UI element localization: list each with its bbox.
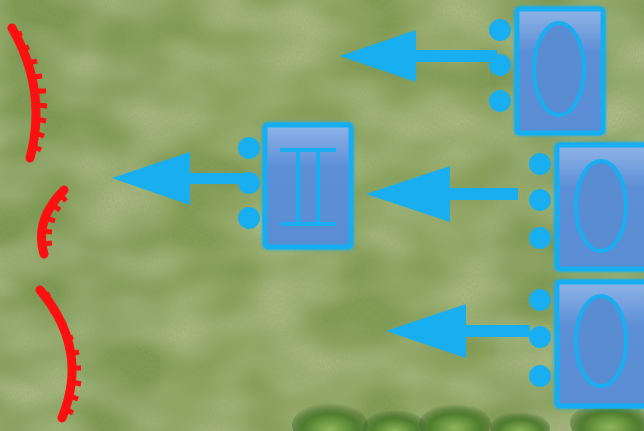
unit-size-dots (529, 153, 551, 249)
movement-arrow-icon (386, 304, 530, 358)
movement-arrow-icon (366, 166, 518, 222)
infantry-unit[interactable] (238, 125, 351, 247)
cavalry-unit[interactable] (529, 282, 644, 406)
cavalry-oval-icon (576, 296, 626, 386)
unit-size-dots (489, 19, 511, 112)
cavalry-oval-icon (534, 23, 584, 115)
movement-arrow-icon (112, 152, 244, 205)
cavalry-unit[interactable] (529, 145, 644, 269)
enemy-front-line-icon[interactable] (12, 28, 47, 158)
movement-arrow-icon (340, 30, 497, 82)
unit-frame[interactable] (265, 125, 351, 247)
enemy-front-line-icon[interactable] (42, 190, 67, 254)
cavalry-unit[interactable] (489, 9, 603, 133)
cavalry-oval-icon (576, 161, 626, 251)
unit-size-dots (529, 289, 551, 387)
unit-size-dots (238, 137, 260, 229)
enemy-front-line-icon[interactable] (40, 290, 81, 418)
